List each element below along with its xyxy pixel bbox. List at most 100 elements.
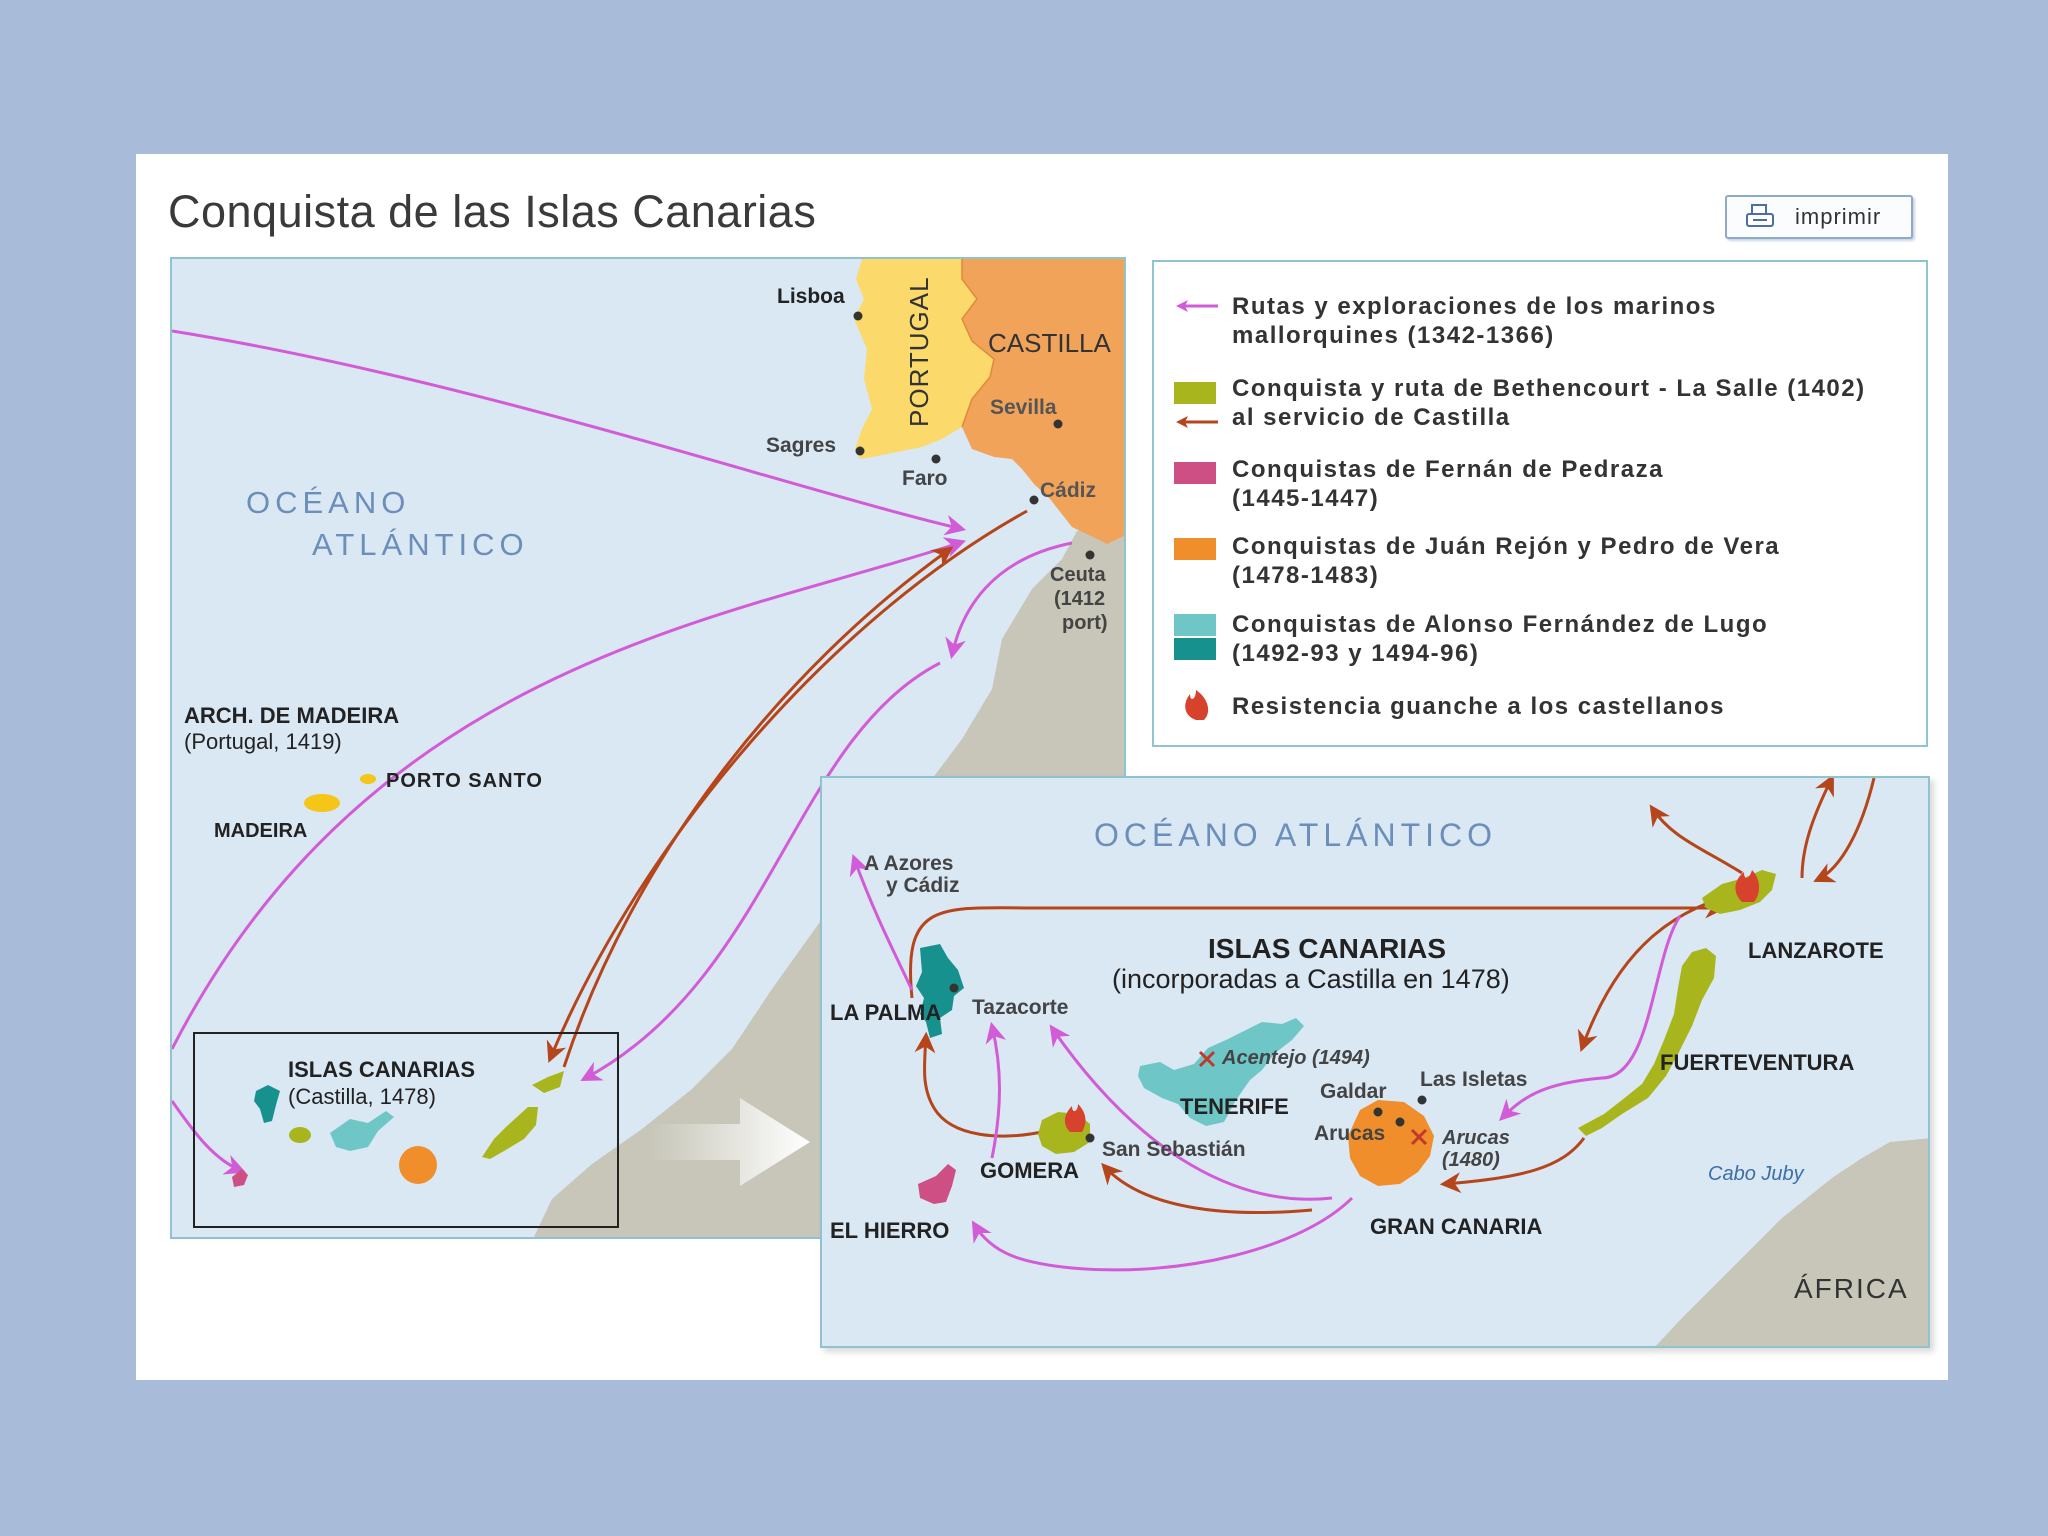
el-hierro-label: EL HIERRO <box>830 1218 949 1243</box>
azores-note-1: A Azores <box>864 852 953 875</box>
galdar-label: Galdar <box>1320 1080 1387 1103</box>
porto-santo-label: PORTO SANTO <box>386 770 543 792</box>
page-title: Conquista de las Islas Canarias <box>168 186 817 237</box>
madeira-island <box>304 794 340 812</box>
route-mallorca-3 <box>945 541 1073 660</box>
castilla-label: CASTILLA <box>988 328 1111 358</box>
acentejo-label: Acentejo (1494) <box>1221 1047 1370 1069</box>
route-b-7 <box>1101 1162 1313 1215</box>
inset-frame <box>193 1032 619 1228</box>
route-b-6 <box>1439 1137 1586 1194</box>
legend-item-pedraza: Conquistas de Fernán de Pedraza(1445-144… <box>1232 456 1664 512</box>
route-m-3 <box>1049 1024 1333 1201</box>
madeira-label: MADEIRA <box>214 820 307 842</box>
madeira-title: ARCH. DE MADEIRA <box>184 703 399 728</box>
route-b-3 <box>1800 778 1834 879</box>
flame-icon <box>1185 690 1209 720</box>
city-ceuta-1: Ceuta <box>1050 564 1106 586</box>
route-m-1 <box>849 854 914 991</box>
zoom-arrow-icon <box>650 1098 810 1186</box>
route-mallorca-2 <box>172 537 966 1050</box>
castilla-region <box>962 259 1124 544</box>
lanzarote-small <box>532 1071 564 1093</box>
la-palma-label: LA PALMA <box>830 1000 941 1025</box>
ocean-label-2: ATLÁNTICO <box>312 527 529 562</box>
tenerife-island <box>1138 1018 1304 1126</box>
arucas-battle-label-2: (1480) <box>1442 1149 1500 1171</box>
fuerteventura-label: FUERTEVENTURA <box>1660 1050 1854 1075</box>
legend-item-resistance: Resistencia guanche a los castellanos <box>1232 693 1726 720</box>
legend-arrow-mallorca-icon <box>1176 300 1218 312</box>
route-mallorca-5 <box>172 1100 246 1175</box>
battle-cross-arucas <box>1410 1128 1428 1146</box>
gran-canaria-label: GRAN CANARIA <box>1370 1214 1542 1239</box>
route-m-5 <box>971 1196 1354 1272</box>
route-m-4 <box>985 1021 1007 1159</box>
arucas-town-label: Arucas <box>1314 1122 1385 1145</box>
la-palma-island <box>916 944 964 1038</box>
azores-note-2: y Cádiz <box>886 874 960 897</box>
route-b-8 <box>914 1031 1043 1138</box>
fuerteventura-small <box>482 1107 538 1159</box>
canarias-title: ISLAS CANARIAS <box>288 1057 475 1082</box>
lanzarote-label: LANZAROTE <box>1748 938 1884 963</box>
route-b-2 <box>1577 890 1743 1052</box>
el-hierro-island <box>918 1164 956 1204</box>
print-button[interactable]: imprimir <box>1725 195 1913 239</box>
africa-label: ÁFRICA <box>1794 1273 1909 1304</box>
gomera-small <box>289 1127 311 1143</box>
city-cadiz: Cádiz <box>1040 479 1096 502</box>
route-b-5 <box>1649 804 1743 875</box>
city-ceuta-3: port) <box>1062 612 1108 634</box>
arucas-battle-label-1: Arucas <box>1441 1127 1510 1149</box>
city-sevilla: Sevilla <box>990 396 1057 419</box>
city-faro: Faro <box>902 467 948 490</box>
legend-arrow-bethencourt-icon <box>1176 416 1218 428</box>
legend-item-rejon: Conquistas de Juán Rejón y Pedro de Vera… <box>1232 533 1781 589</box>
cabo-juby-label: Cabo Juby <box>1708 1163 1805 1185</box>
city-ceuta-2: (1412 <box>1054 588 1105 610</box>
africa-land-detail <box>1655 1138 1928 1346</box>
gran-canaria-island <box>1348 1100 1434 1186</box>
detail-subtitle: (incorporadas a Castilla en 1478) <box>1112 964 1510 994</box>
city-lisboa: Lisboa <box>777 285 845 308</box>
porto-santo-island <box>360 774 376 784</box>
flame-icon-lanzarote <box>1735 870 1760 902</box>
la-palma-small <box>254 1085 280 1123</box>
legend-swatch-pedraza <box>1174 462 1216 484</box>
tenerife-label: TENERIFE <box>1180 1094 1289 1119</box>
city-sagres: Sagres <box>766 434 836 457</box>
flame-icon-gomera <box>1064 1104 1086 1132</box>
las-isletas-label: Las Isletas <box>1420 1068 1527 1091</box>
san-sebastian-label: San Sebastián <box>1102 1138 1246 1161</box>
legend-swatch-lugo-light <box>1174 614 1216 636</box>
fuerteventura-island <box>1578 948 1716 1136</box>
portugal-region <box>854 259 994 459</box>
canarias-subtitle: (Castilla, 1478) <box>288 1084 436 1109</box>
gran-canaria-small <box>399 1146 437 1184</box>
tazacorte-label: Tazacorte <box>972 996 1068 1019</box>
legend-swatch-lugo-dark <box>1174 638 1216 660</box>
printer-icon <box>1746 204 1774 227</box>
route-mallorca-4 <box>580 661 941 1081</box>
route-b-4 <box>1813 778 1876 883</box>
route-mallorca-1 <box>172 329 967 536</box>
madeira-subtitle: (Portugal, 1419) <box>184 729 342 754</box>
portugal-label: PORTUGAL <box>904 276 934 427</box>
detail-title: ISLAS CANARIAS <box>1208 933 1446 964</box>
ocean-label-1: OCÉANO <box>246 485 410 520</box>
route-bethencourt-2 <box>562 546 954 1068</box>
battle-cross-acentejo <box>1198 1050 1216 1068</box>
ocean-label-detail: OCÉANO ATLÁNTICO <box>1094 817 1497 853</box>
legend-swatch-rejon <box>1174 538 1216 560</box>
route-m-2 <box>1499 915 1682 1121</box>
gomera-label: GOMERA <box>980 1158 1079 1183</box>
print-button-label: imprimir <box>1795 204 1882 229</box>
legend-item-lugo: Conquistas de Alonso Fernández de Lugo(1… <box>1232 611 1769 667</box>
legend-item-bethencourt: Conquista y ruta de Bethencourt - La Sal… <box>1232 375 1866 431</box>
detail-map: OCÉANO ATLÁNTICO A Azores y Cádiz ISLAS … <box>820 776 1930 1348</box>
legend-swatch-bethencourt <box>1174 382 1216 404</box>
route-b-1 <box>909 897 1727 999</box>
